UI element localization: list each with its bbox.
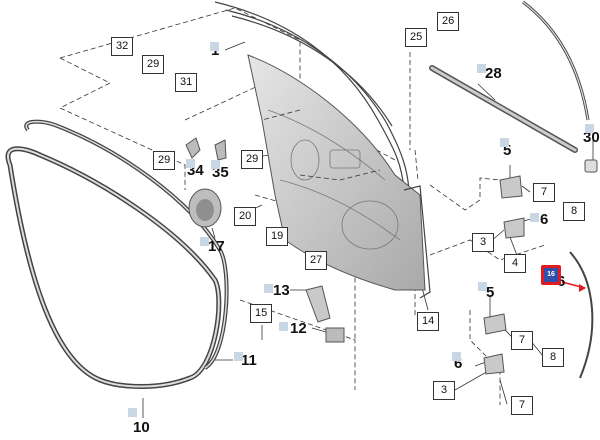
callout-29-top: 29: [142, 55, 165, 74]
callout-15: 15: [250, 304, 273, 323]
callout-7-upper: 7: [533, 183, 555, 202]
callout-7-lower: 7: [511, 396, 533, 415]
callout-14: 14: [417, 312, 440, 331]
callout-chip: [211, 160, 220, 169]
callout-chip: [128, 408, 137, 417]
callout-5-upper: 5: [503, 142, 512, 159]
upper-seal-part: [522, 0, 590, 121]
callout-chip: [477, 64, 486, 73]
callout-32: 32: [111, 37, 134, 56]
callout-5-lower: 5: [486, 284, 495, 301]
door-panel-details: [267, 109, 401, 250]
callout-chip: [279, 322, 288, 331]
callout-20: 20: [234, 207, 257, 226]
handle-rod-part: [325, 327, 345, 343]
callout-6-highlight: 6: [557, 273, 566, 290]
callout-chip: [478, 282, 487, 291]
center-dash-lines: [261, 109, 419, 181]
callout-28: 28: [485, 65, 502, 82]
callout-chip: [210, 42, 219, 51]
callout-chip: [186, 159, 195, 168]
callout-7-middle: 7: [511, 331, 533, 350]
door-inner-panel: [247, 54, 426, 291]
callout-chip: [530, 213, 539, 222]
highlight-marker-icon: 16: [544, 268, 558, 282]
callout-chip: [264, 284, 273, 293]
callout-4: 4: [504, 254, 526, 273]
callout-13: 13: [273, 282, 290, 299]
callout-17: 17: [208, 238, 225, 255]
callout-chip: [234, 352, 243, 361]
callout-11: 11: [241, 352, 257, 369]
end-cap-part: [584, 159, 598, 173]
callout-27: 27: [305, 251, 328, 270]
callout-3-lower: 3: [433, 381, 455, 400]
callout-6-upper: 6: [540, 211, 549, 228]
door-outer-edge: [403, 185, 431, 299]
callout-chip: [585, 124, 594, 133]
large-seal-part: [5, 146, 222, 389]
callout-8-lower: 8: [542, 348, 564, 367]
callout-19: 19: [266, 227, 289, 246]
callout-chip: [452, 352, 461, 361]
clip-part: [214, 139, 227, 161]
callout-30: 30: [583, 129, 600, 146]
callout-12: 12: [290, 320, 307, 337]
callout-26: 26: [437, 12, 460, 31]
handle-part: [305, 285, 331, 323]
hinge-part: [483, 313, 507, 335]
window-frame: [214, 1, 410, 193]
callout-25: 25: [405, 28, 428, 47]
highlighted-part-16[interactable]: 16: [541, 265, 561, 285]
callout-chip: [500, 138, 509, 147]
callout-31: 31: [175, 73, 198, 92]
hinge-part: [499, 175, 523, 199]
callout-29-middle: 29: [241, 150, 264, 169]
hinge-part: [483, 353, 505, 375]
callout-8-upper: 8: [563, 202, 585, 221]
hinge-part: [503, 217, 525, 239]
callout-3-upper: 3: [472, 233, 494, 252]
callout-6-lower: 6: [454, 355, 463, 372]
edge-seal-part: [569, 251, 594, 379]
clip-part: [185, 137, 201, 159]
callout-29-left: 29: [153, 151, 176, 170]
callout-chip: [200, 237, 209, 246]
callout-10: 10: [133, 419, 150, 436]
